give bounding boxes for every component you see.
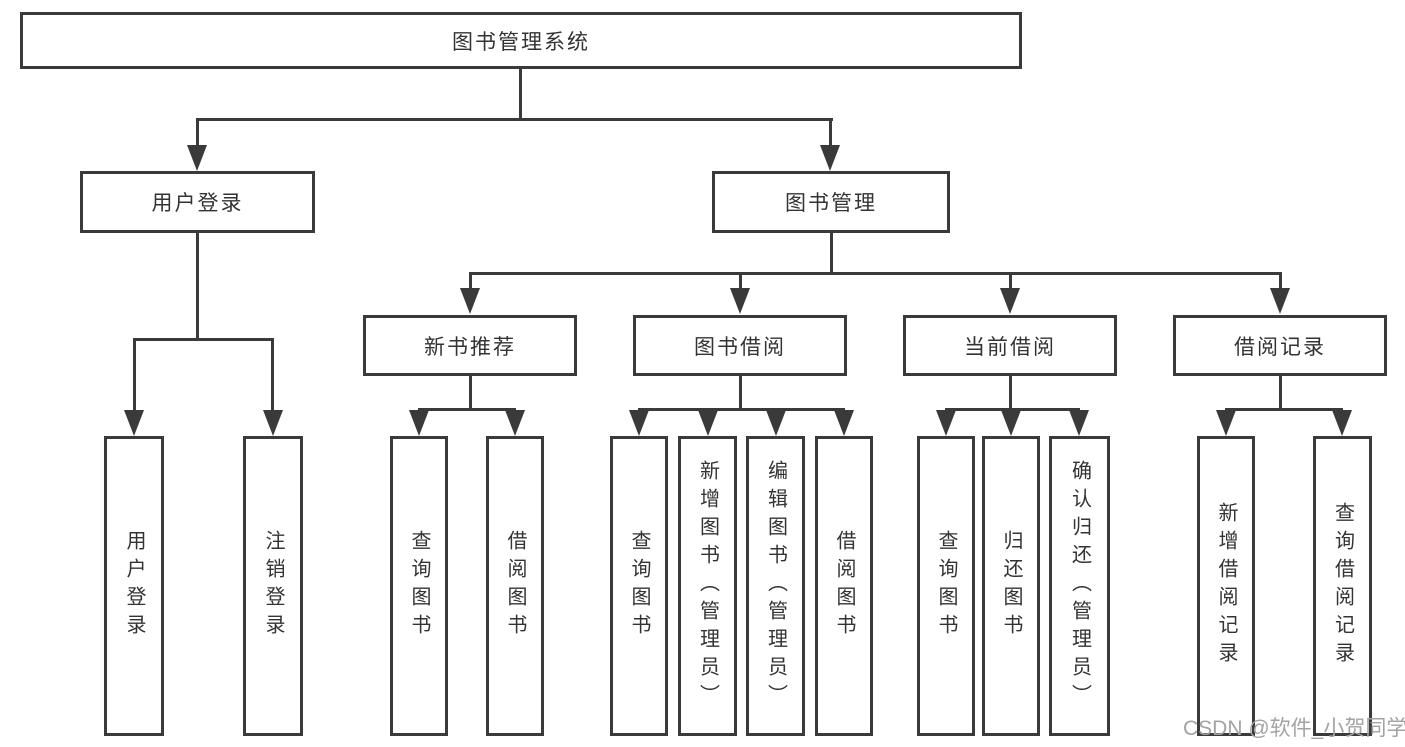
leaf-label: 用户登录 <box>123 530 145 642</box>
node-label: 图书管理系统 <box>452 30 590 54</box>
leaf-user-login: 用户登录 <box>104 436 164 736</box>
connector-line <box>196 118 199 150</box>
arrow-down-icon <box>1000 288 1020 314</box>
arrow-down-icon <box>820 145 840 171</box>
leaf-label: 借阅图书 <box>833 530 855 642</box>
leaf-query-borrow-record: 查询借阅记录 <box>1313 436 1372 736</box>
arrow-down-icon <box>460 288 480 314</box>
connector-line <box>739 376 742 411</box>
connector-line <box>829 118 832 150</box>
connector-line <box>739 272 742 290</box>
leaf-borrow-books: 借阅图书 <box>815 436 873 736</box>
node-borrowing-records: 借阅记录 <box>1173 315 1387 376</box>
arrow-down-icon <box>834 410 854 436</box>
connector-line <box>945 408 1080 411</box>
connector-line <box>271 338 274 414</box>
arrow-down-icon <box>766 410 786 436</box>
leaf-label: 查询图书 <box>628 530 650 642</box>
arrow-down-icon <box>1332 410 1352 436</box>
leaf-label: 查询图书 <box>408 530 430 642</box>
connector-line <box>469 376 472 411</box>
leaf-label: 确认归还（管理员） <box>1068 460 1091 712</box>
connector-line <box>469 272 1282 275</box>
connector-line <box>1225 408 1343 411</box>
arrow-down-icon <box>1001 410 1021 436</box>
node-library-management-system: 图书管理系统 <box>20 12 1022 69</box>
arrow-down-icon <box>505 410 525 436</box>
connector-line <box>1009 272 1012 290</box>
leaf-label: 新增借阅记录 <box>1215 502 1237 670</box>
arrow-down-icon <box>1216 410 1236 436</box>
node-label: 图书管理 <box>785 192 877 215</box>
leaf-label: 借阅图书 <box>504 530 526 642</box>
node-user-login: 用户登录 <box>80 171 315 233</box>
node-new-book-recommendation: 新书推荐 <box>363 315 577 376</box>
arrow-down-icon <box>409 410 429 436</box>
connector-line <box>469 272 472 290</box>
arrow-down-icon <box>1069 410 1089 436</box>
arrow-down-icon <box>730 288 750 314</box>
leaf-borrow-books-recommend: 借阅图书 <box>486 436 544 736</box>
leaf-query-books-recommend: 查询图书 <box>390 436 448 736</box>
leaf-label: 查询借阅记录 <box>1331 502 1354 670</box>
leaf-add-borrow-record: 新增借阅记录 <box>1197 436 1255 736</box>
leaf-return-books: 归还图书 <box>982 436 1040 736</box>
leaf-label: 查询图书 <box>935 530 957 642</box>
connector-line <box>133 338 136 414</box>
node-book-management: 图书管理 <box>712 171 950 233</box>
node-label: 借阅记录 <box>1234 335 1326 359</box>
node-book-borrowing: 图书借阅 <box>633 315 847 376</box>
leaf-add-books-admin: 新增图书（管理员） <box>678 436 737 736</box>
connector-line <box>196 118 833 121</box>
arrow-down-icon <box>629 410 649 436</box>
connector-line <box>1279 376 1282 411</box>
connector-line <box>638 408 845 411</box>
connector-line <box>519 69 522 118</box>
node-label: 当前借阅 <box>964 335 1056 359</box>
watermark: CSDN @软件_小贺同学 <box>1183 717 1405 740</box>
connector-line <box>830 233 833 272</box>
leaf-logout: 注销登录 <box>243 436 303 736</box>
node-label: 用户登录 <box>151 192 244 215</box>
connector-line <box>418 408 516 411</box>
arrow-down-icon <box>936 410 956 436</box>
arrow-down-icon <box>187 145 207 171</box>
leaf-label: 新增图书（管理员） <box>696 460 719 712</box>
leaf-confirm-return-admin: 确认归还（管理员） <box>1049 436 1110 736</box>
node-label: 新书推荐 <box>424 335 516 359</box>
leaf-query-books-current: 查询图书 <box>917 436 975 736</box>
arrow-down-icon <box>124 410 144 436</box>
node-current-borrowing: 当前借阅 <box>903 315 1117 376</box>
leaf-label: 归还图书 <box>1000 530 1022 642</box>
leaf-edit-books-admin: 编辑图书（管理员） <box>746 436 805 736</box>
leaf-query-books-borrow: 查询图书 <box>610 436 668 736</box>
connector-line <box>1009 376 1012 411</box>
node-label: 图书借阅 <box>694 335 786 359</box>
connector-line <box>133 338 274 341</box>
arrow-down-icon <box>1270 288 1290 314</box>
connector-line <box>1279 272 1282 290</box>
connector-line <box>196 233 199 338</box>
arrow-down-icon <box>263 410 283 436</box>
leaf-label: 注销登录 <box>262 530 284 642</box>
leaf-label: 编辑图书（管理员） <box>764 460 787 712</box>
arrow-down-icon <box>698 410 718 436</box>
